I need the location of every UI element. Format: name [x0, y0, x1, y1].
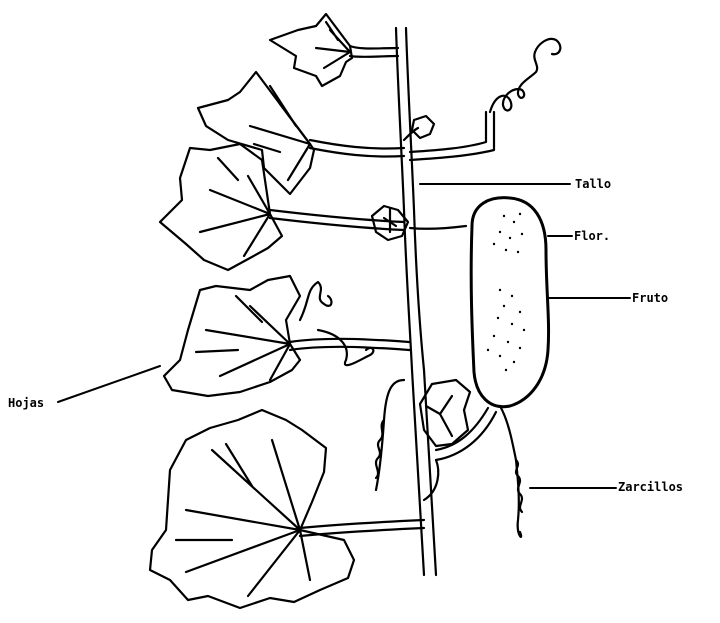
main-stem	[396, 28, 436, 575]
label-zarcillos: Zarcillos	[618, 480, 683, 494]
tendril-left	[376, 380, 404, 490]
leaf-third	[160, 144, 404, 270]
label-hojas: Hojas	[8, 396, 44, 410]
leaf-second	[198, 72, 404, 194]
label-tallo: Tallo	[575, 177, 611, 191]
fruit-spines	[487, 213, 525, 371]
leader-hojas	[58, 366, 160, 402]
leaf-top	[270, 14, 398, 86]
label-fruto: Fruto	[632, 291, 668, 305]
fruit-branch	[424, 408, 496, 500]
fruit	[471, 198, 548, 407]
tendril-right	[500, 406, 522, 537]
leaf-fourth	[164, 276, 410, 396]
label-flor: Flor.	[574, 229, 610, 243]
flower	[372, 206, 466, 240]
upper-branch	[410, 39, 560, 160]
flower-bud-upper	[404, 116, 434, 140]
